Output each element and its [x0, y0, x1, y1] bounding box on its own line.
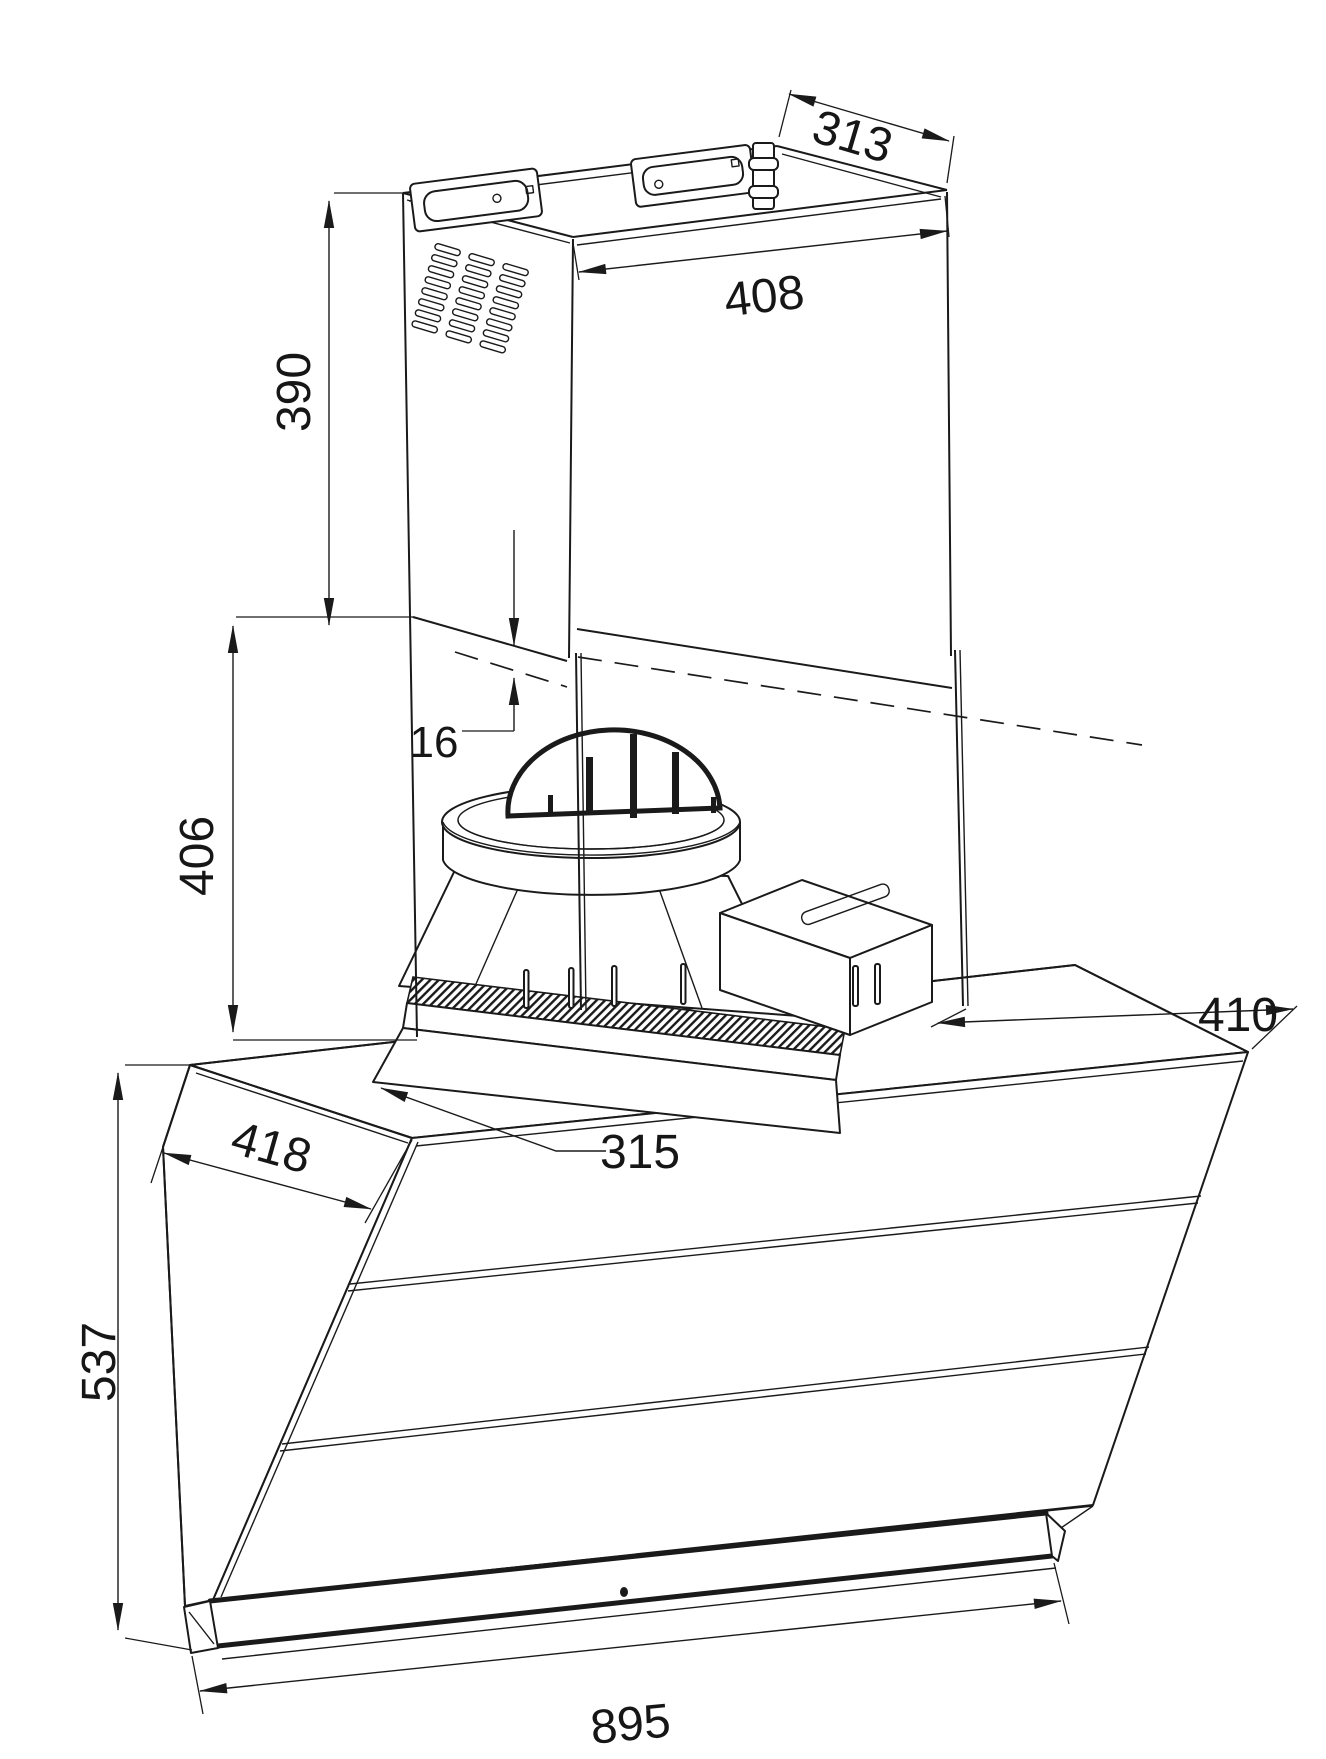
duct-base-plate	[372, 1027, 841, 1134]
junction-box-screw	[874, 963, 881, 1005]
junction-box-screw	[852, 965, 859, 1007]
dim-chimney-top-width: 408	[572, 195, 950, 328]
trim-logo-dot	[620, 1587, 628, 1597]
glass-front-panel	[212, 1051, 1249, 1601]
junction-box-slot	[800, 883, 890, 926]
junction-box	[719, 879, 933, 1036]
trim-right-end	[1045, 1512, 1066, 1562]
dim-front-panel-height: 537	[73, 1064, 193, 1651]
hidden-inner-chimney-edge	[454, 651, 568, 688]
mounting-bracket-right	[630, 144, 756, 208]
fixing-pins	[523, 963, 687, 1009]
dim-upper-chimney-height: 390	[236, 192, 413, 626]
dim-label-406: 406	[171, 816, 224, 896]
dim-label-537: 537	[73, 1322, 126, 1402]
vent-grid	[411, 243, 529, 354]
dim-label-410: 410	[1198, 989, 1278, 1042]
duct-assembly	[372, 727, 933, 1134]
dim-lower-chimney-height: 406	[171, 625, 417, 1041]
dim-label-390: 390	[268, 352, 321, 432]
dim-hood-width: 895	[191, 1562, 1070, 1755]
glass-division-lines	[279, 1195, 1202, 1452]
mounting-bracket-left	[409, 167, 543, 233]
dim-label-315: 315	[600, 1126, 680, 1179]
dim-label-408: 408	[721, 266, 807, 328]
check-valve-dome	[505, 727, 723, 819]
dimensions: 313 408 390 16 406	[73, 89, 1298, 1755]
dim-duct-plate-offset: 315	[380, 1087, 680, 1179]
dim-label-16: 16	[410, 718, 459, 767]
telescopic-chimney	[402, 142, 1143, 1038]
dim-section-overlap: 16	[410, 530, 520, 767]
chimney-clamp	[748, 142, 779, 210]
dim-label-895: 895	[588, 1694, 673, 1754]
dim-label-313: 313	[806, 100, 898, 174]
dim-top-plate-right-width: 410	[930, 989, 1298, 1050]
